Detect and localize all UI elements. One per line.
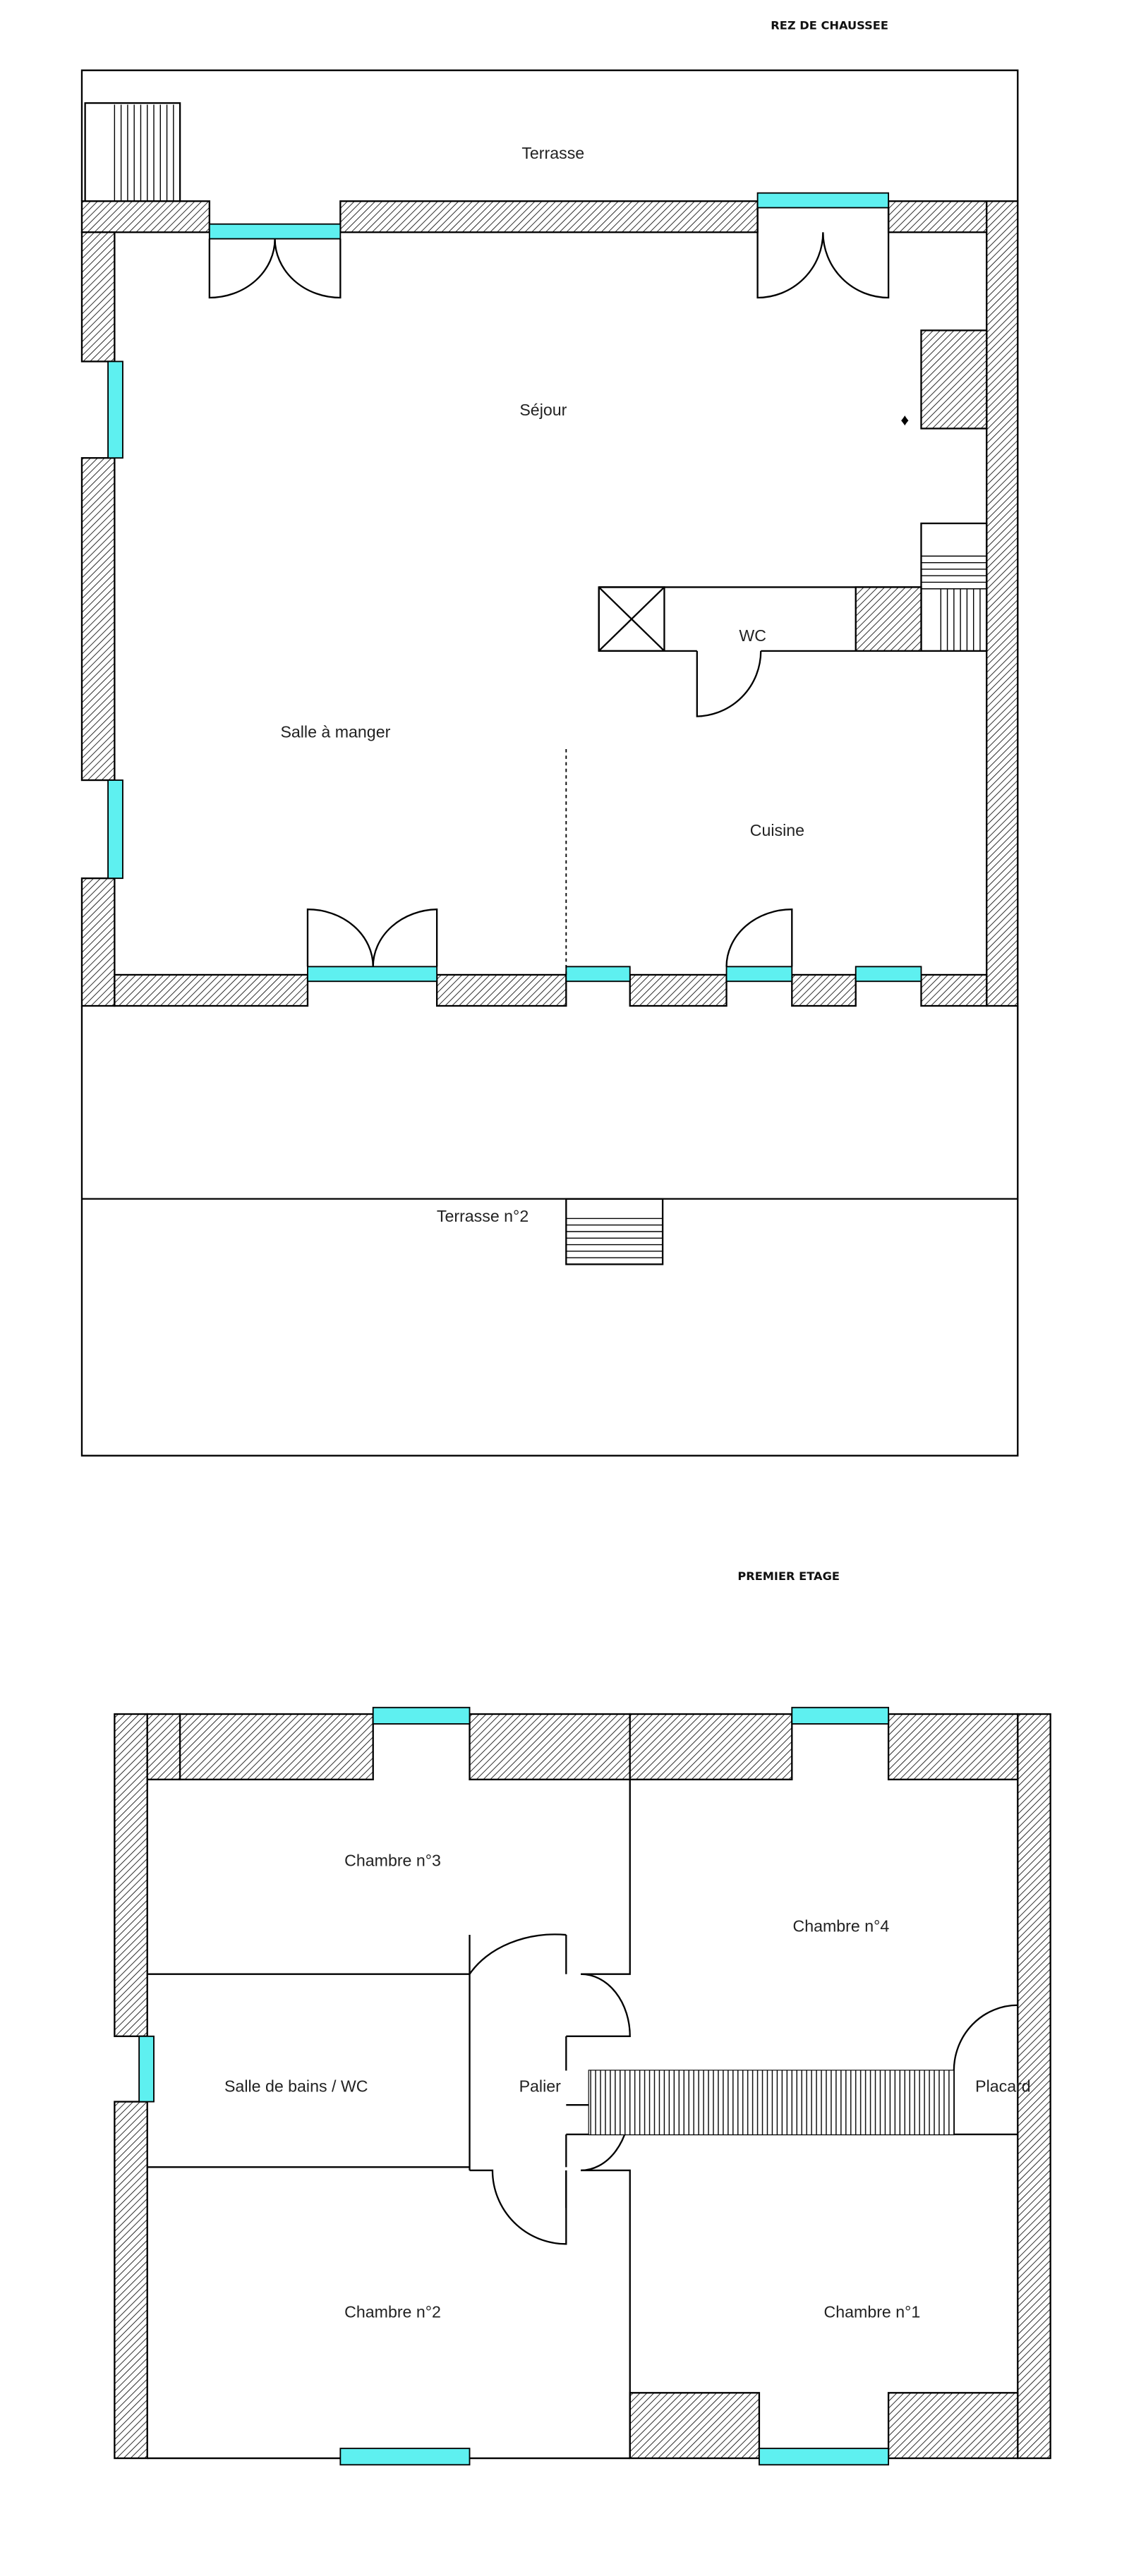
fireplace (920, 329, 988, 430)
room-label-cuisine: Cuisine (750, 821, 804, 839)
wc-block (598, 586, 922, 717)
room-label-terrasse-2: Terrasse n°2 (437, 1207, 529, 1225)
right-wall (986, 200, 1019, 1007)
window (339, 2448, 471, 2466)
top-wall (80, 192, 988, 240)
door (469, 2169, 567, 2245)
room-label-chambre-2: Chambre n°2 (344, 2303, 441, 2321)
terrace-2-outline (80, 1006, 1019, 1457)
bottom-wall (114, 966, 988, 1007)
window (107, 360, 123, 459)
double-door (306, 909, 438, 967)
right-wall (1017, 1713, 1051, 2460)
window (138, 2035, 155, 2103)
top-wall (146, 1706, 1019, 1780)
double-door (208, 238, 342, 299)
window (759, 2448, 890, 2466)
window (107, 779, 123, 880)
ground-floor-title: REZ DE CHAUSSEE (771, 19, 888, 32)
stove-icon: ♦ (900, 411, 909, 430)
door (566, 1973, 631, 2037)
ground-floor-plan: REZ DE CHAUSSEE (80, 19, 1019, 1457)
left-wall (80, 231, 123, 1007)
window (725, 966, 793, 983)
room-label-terrasse: Terrasse (521, 144, 584, 162)
window (756, 192, 890, 209)
first-floor-title: PREMIER ETAGE (737, 1569, 840, 1583)
left-wall (114, 1713, 155, 2460)
double-door (756, 207, 890, 299)
bottom-wall (147, 2392, 1019, 2466)
room-label-salle-de-bains: Salle de bains / WC (224, 2077, 368, 2096)
room-label-palier: Palier (519, 2077, 562, 2096)
door (469, 1933, 567, 1975)
room-label-chambre-1: Chambre n°1 (824, 2303, 921, 2321)
window (791, 1706, 890, 1725)
duct-box (598, 586, 665, 652)
interior-stairs (920, 522, 988, 652)
placard-door (953, 2004, 1018, 2071)
stairs-terrace-2 (565, 1198, 664, 1265)
first-floor-stairs (588, 2070, 955, 2136)
room-label-sejour: Séjour (519, 401, 567, 419)
window (855, 966, 922, 983)
first-floor-plan: PREMIER ETAGE (114, 1569, 1051, 2466)
stairs-terrace (84, 102, 181, 202)
room-label-placard: Placard (975, 2077, 1031, 2096)
terrace-outline (80, 69, 1019, 202)
door (725, 909, 793, 967)
room-label-salle-a-manger: Salle à manger (280, 723, 390, 741)
room-label-chambre-4: Chambre n°4 (792, 1916, 889, 1935)
window (208, 223, 342, 240)
room-label-wc: WC (739, 626, 766, 645)
window (307, 966, 438, 983)
door (696, 650, 762, 717)
window (565, 966, 631, 983)
window (372, 1706, 471, 1725)
room-label-chambre-3: Chambre n°3 (344, 1852, 441, 1870)
